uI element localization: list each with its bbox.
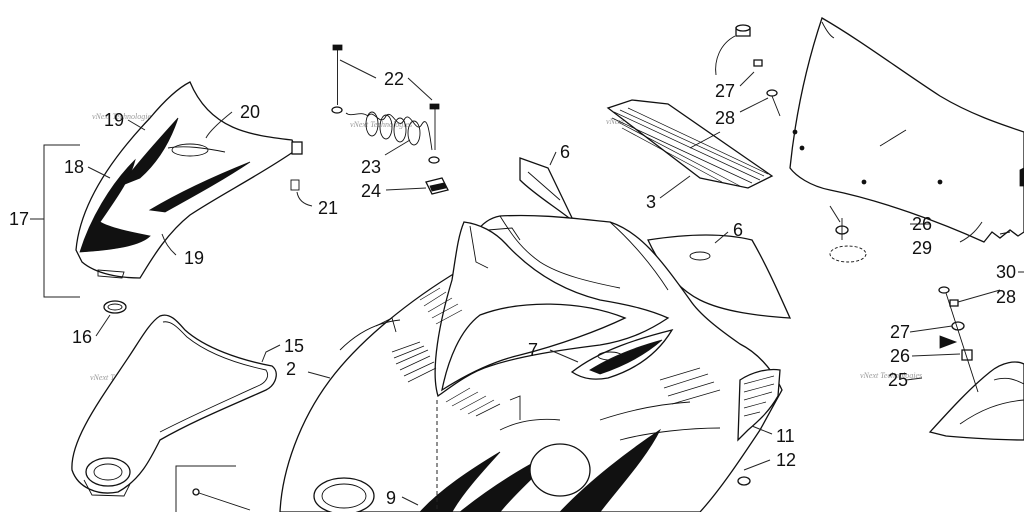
callout-23: 23 (361, 157, 381, 177)
callout-2: 2 (286, 359, 296, 379)
callout-26a: 26 (912, 214, 932, 234)
callout-19b: 19 (184, 248, 204, 268)
callout-6b: 6 (733, 220, 743, 240)
lens-part-6 (519, 157, 575, 223)
bracket-17 (43, 144, 80, 298)
leader-28a (739, 97, 769, 113)
leader-19b (161, 233, 177, 256)
callout-25: 25 (888, 370, 908, 390)
callout-28b: 28 (996, 287, 1016, 307)
leader-29 (959, 221, 983, 243)
leader-12 (743, 459, 771, 471)
front-cap-part (75, 81, 303, 279)
leader-19a (127, 119, 146, 131)
leader-27a (739, 71, 755, 87)
screw-set-top (715, 24, 781, 117)
leader-25 (905, 377, 923, 381)
callout-17: 17 (9, 209, 29, 229)
callout-16: 16 (72, 327, 92, 347)
leader-7 (549, 349, 579, 363)
callout-22: 22 (384, 69, 404, 89)
arrow-icon (939, 335, 958, 349)
leader-22 (339, 59, 377, 79)
callout-24: 24 (361, 181, 381, 201)
leader-24 (385, 187, 427, 191)
callout-9: 9 (386, 488, 396, 508)
leader-15 (261, 344, 281, 363)
callout-6a: 6 (560, 142, 570, 162)
vent-part-3 (606, 99, 774, 189)
deflector-group (928, 286, 1024, 441)
leader-3 (659, 175, 691, 199)
callout-20: 20 (240, 102, 260, 122)
leader-6a (549, 151, 557, 166)
callout-26b: 26 (890, 346, 910, 366)
callout-27b: 27 (890, 322, 910, 342)
leader-28b (957, 289, 1001, 303)
watermark: vNext Technologies (860, 371, 922, 380)
leader-21 (296, 191, 313, 207)
fastener-group (331, 44, 449, 195)
leader-27b (909, 325, 953, 333)
callout-29: 29 (912, 238, 932, 258)
leader-23 (384, 139, 411, 156)
leader-16 (95, 314, 111, 337)
callout-12: 12 (776, 450, 796, 470)
watermark: vNext Technologies (350, 120, 412, 129)
grommet-part-26 (829, 218, 867, 263)
windshield-part-29 (789, 17, 1024, 243)
bolt-part-9 (195, 491, 251, 511)
lens-part-6b (647, 234, 792, 319)
leader-26-pointer (829, 205, 841, 223)
rivet-part-12 (737, 476, 751, 486)
callout-15: 15 (284, 336, 304, 356)
leader-6b (714, 231, 729, 244)
callout-11: 11 (776, 426, 795, 446)
leader-22b (407, 77, 433, 101)
callout-3: 3 (646, 192, 656, 212)
callout-7: 7 (528, 340, 538, 360)
ring-part-16 (103, 300, 127, 314)
hood-part-2 (279, 214, 783, 512)
callout-labels: 2 3 6 6 7 9 11 12 15 16 17 18 19 19 20 2… (9, 69, 1016, 508)
leader-9 (401, 496, 419, 506)
leader-11 (751, 425, 773, 435)
callout-27a: 27 (715, 81, 735, 101)
side-panel-part-11 (737, 368, 781, 442)
callout-18: 18 (64, 157, 84, 177)
leader-20 (205, 111, 233, 139)
bracket-9 (175, 465, 236, 512)
badge-part-7 (570, 328, 674, 380)
callout-19a: 19 (104, 110, 124, 130)
callout-28a: 28 (715, 108, 735, 128)
leader-2 (307, 371, 331, 379)
watermark: vNext Technologies (92, 112, 154, 121)
leader-26b (911, 353, 961, 357)
leader-18 (87, 166, 111, 179)
seal-part-15 (71, 314, 277, 497)
callout-30: 30 (996, 262, 1016, 282)
callout-21: 21 (318, 198, 338, 218)
